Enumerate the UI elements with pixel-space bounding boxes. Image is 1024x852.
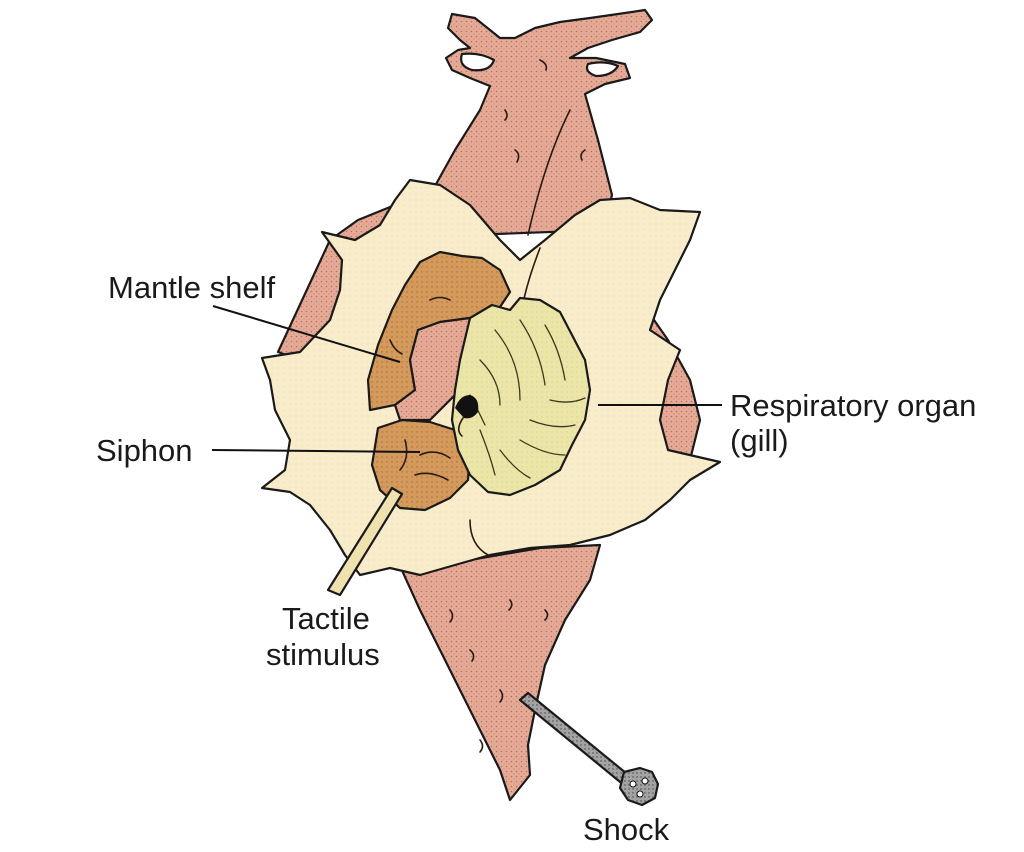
mantle-shelf-label: Mantle shelf [108, 270, 276, 305]
tactile-label: Tactile [282, 601, 370, 636]
shock-electrode-icon [518, 691, 660, 807]
stimulus-label: stimulus [266, 637, 380, 672]
mantle-shelf-leader [212, 305, 401, 363]
mantle-shelf [366, 250, 512, 422]
gill [450, 296, 592, 497]
shock-label: Shock [583, 812, 670, 847]
siphon [370, 418, 472, 512]
siphon-label: Siphon [96, 433, 193, 468]
respiratory-organ-label: Respiratory organ [730, 388, 976, 423]
siphon-leader [211, 449, 421, 453]
tactile-probe-icon [326, 486, 404, 597]
gill-label: (gill) [730, 423, 789, 458]
leader-lines [211, 305, 722, 453]
